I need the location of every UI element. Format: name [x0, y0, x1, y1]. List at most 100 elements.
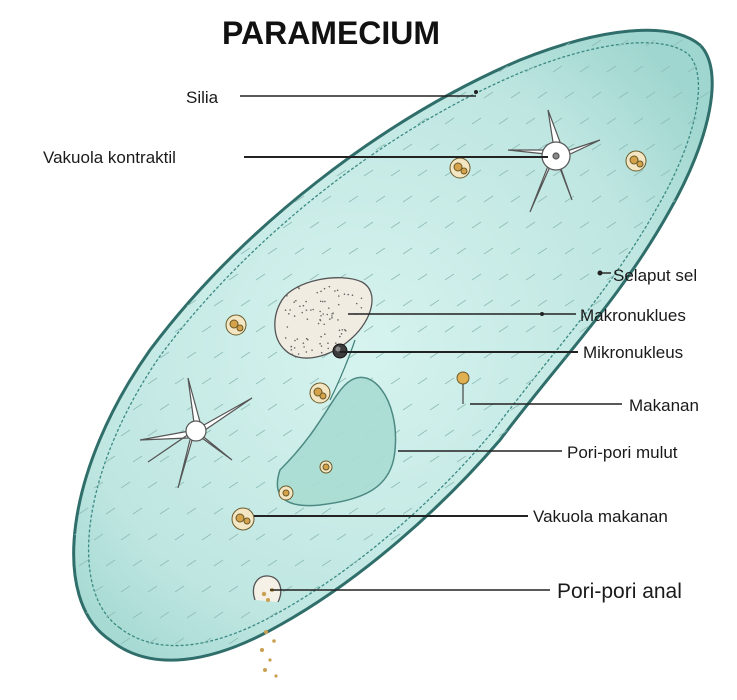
label-silia: Silia [186, 88, 219, 107]
texture-stroke [148, 14, 157, 20]
texture-stroke [106, 664, 115, 670]
texture-stroke [40, 222, 49, 228]
texture-stroke [445, 586, 454, 592]
texture-stroke [673, 560, 682, 566]
texture-stroke [457, 612, 466, 618]
texture-stroke [565, 612, 574, 618]
speckle [327, 342, 329, 344]
texture-stroke [121, 222, 130, 228]
texture-stroke [67, 222, 76, 228]
texture-stroke [727, 352, 736, 358]
texture-stroke [52, 404, 61, 410]
texture-stroke [526, 638, 535, 644]
texture-stroke [391, 586, 400, 592]
texture-stroke [229, 170, 238, 176]
texture-stroke [727, 248, 736, 254]
texture-stroke [160, 664, 169, 670]
speckle [291, 349, 293, 351]
texture-stroke [403, 560, 412, 566]
speckle [298, 353, 300, 355]
texture-stroke [727, 300, 736, 306]
texture-stroke [715, 170, 724, 176]
speckle [320, 291, 322, 293]
speckle [311, 349, 313, 351]
texture-stroke [418, 586, 427, 592]
texture-stroke [364, 638, 373, 644]
speckle [331, 317, 333, 319]
texture-stroke [634, 534, 643, 540]
texture-stroke [364, 586, 373, 592]
texture-stroke [67, 378, 76, 384]
texture-stroke [94, 222, 103, 228]
food-vacuole [226, 315, 246, 335]
texture-stroke [106, 92, 115, 98]
texture-stroke [391, 638, 400, 644]
texture-stroke [310, 66, 319, 72]
texture-stroke [418, 66, 427, 72]
texture-stroke [322, 612, 331, 618]
speckle [285, 309, 287, 311]
texture-stroke [538, 40, 547, 46]
texture-stroke [472, 482, 481, 488]
texture-stroke [430, 92, 439, 98]
texture-stroke [688, 586, 697, 592]
texture-stroke [484, 40, 493, 46]
texture-stroke [445, 638, 454, 644]
texture-stroke [133, 92, 142, 98]
texture-stroke [229, 118, 238, 124]
texture-stroke [202, 66, 211, 72]
label-selaput-sel: Selaput sel [613, 266, 697, 285]
texture-stroke [52, 352, 61, 358]
speckle [329, 286, 331, 288]
texture-stroke [148, 118, 157, 124]
texture-stroke [283, 638, 292, 644]
speckle [288, 313, 290, 315]
speckle [320, 336, 322, 338]
texture-stroke [472, 586, 481, 592]
speckle [319, 319, 321, 321]
texture-stroke [121, 118, 130, 124]
texture-stroke [256, 118, 265, 124]
texture-stroke [67, 482, 76, 488]
speckle [329, 318, 331, 320]
texture-stroke [52, 40, 61, 46]
texture-stroke [40, 274, 49, 280]
texture-stroke [715, 222, 724, 228]
speckle [303, 305, 305, 307]
texture-stroke [484, 664, 493, 670]
texture-stroke [538, 456, 547, 462]
texture-stroke [607, 378, 616, 384]
speckle [321, 352, 323, 354]
texture-stroke [187, 40, 196, 46]
texture-stroke [229, 222, 238, 228]
texture-stroke [349, 144, 358, 150]
texture-stroke [634, 14, 643, 20]
texture-stroke [187, 248, 196, 254]
texture-stroke [661, 482, 670, 488]
texture-stroke [214, 664, 223, 670]
texture-stroke [52, 612, 61, 618]
texture-stroke [40, 638, 49, 644]
texture-stroke [472, 66, 481, 72]
leader-dot-selaput-sel [598, 271, 603, 276]
texture-stroke [688, 482, 697, 488]
texture-stroke [553, 14, 562, 20]
texture-stroke [511, 456, 520, 462]
texture-stroke [256, 170, 265, 176]
texture-stroke [79, 456, 88, 462]
texture-stroke [499, 14, 508, 20]
speckle [307, 318, 309, 320]
texture-stroke [229, 66, 238, 72]
texture-stroke [457, 508, 466, 514]
texture-stroke [67, 274, 76, 280]
texture-stroke [337, 638, 346, 644]
texture-stroke [52, 560, 61, 566]
texture-stroke [175, 170, 184, 176]
texture-stroke [67, 430, 76, 436]
texture-stroke [715, 66, 724, 72]
speckle [352, 294, 354, 296]
anal-pore [253, 576, 280, 602]
texture-stroke [106, 248, 115, 254]
texture-stroke [241, 144, 250, 150]
